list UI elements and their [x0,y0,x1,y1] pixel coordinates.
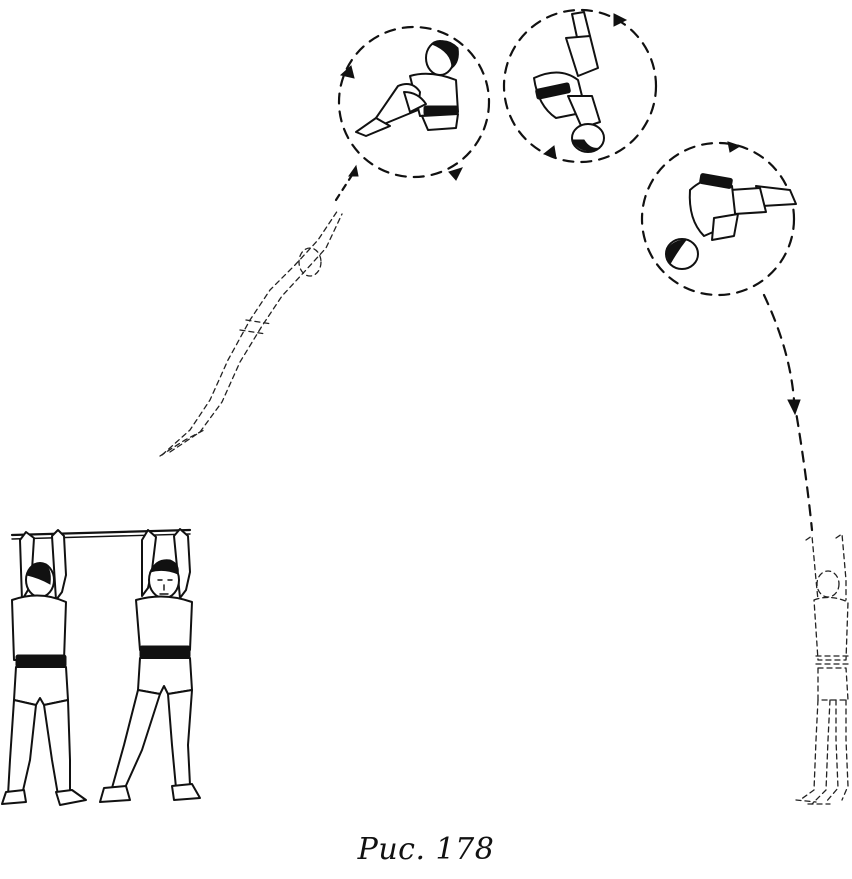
rotation-circle-3 [640,141,797,297]
jumper-takeoff-dashed [159,164,359,457]
rotation-circle-2 [502,8,658,164]
support-person-left [1,529,87,806]
tucked-jumper-3 [665,173,797,270]
descent-trajectory [762,293,814,532]
figure-caption: Рис. 178 [357,832,495,867]
jumper-landing-dashed [795,533,849,805]
support-pair-with-pole [1,528,201,806]
support-person-right [99,528,201,803]
tucked-jumper-1 [355,40,459,137]
rotation-circle-1 [337,25,491,181]
tucked-jumper-2 [533,11,605,153]
pole [10,528,192,537]
